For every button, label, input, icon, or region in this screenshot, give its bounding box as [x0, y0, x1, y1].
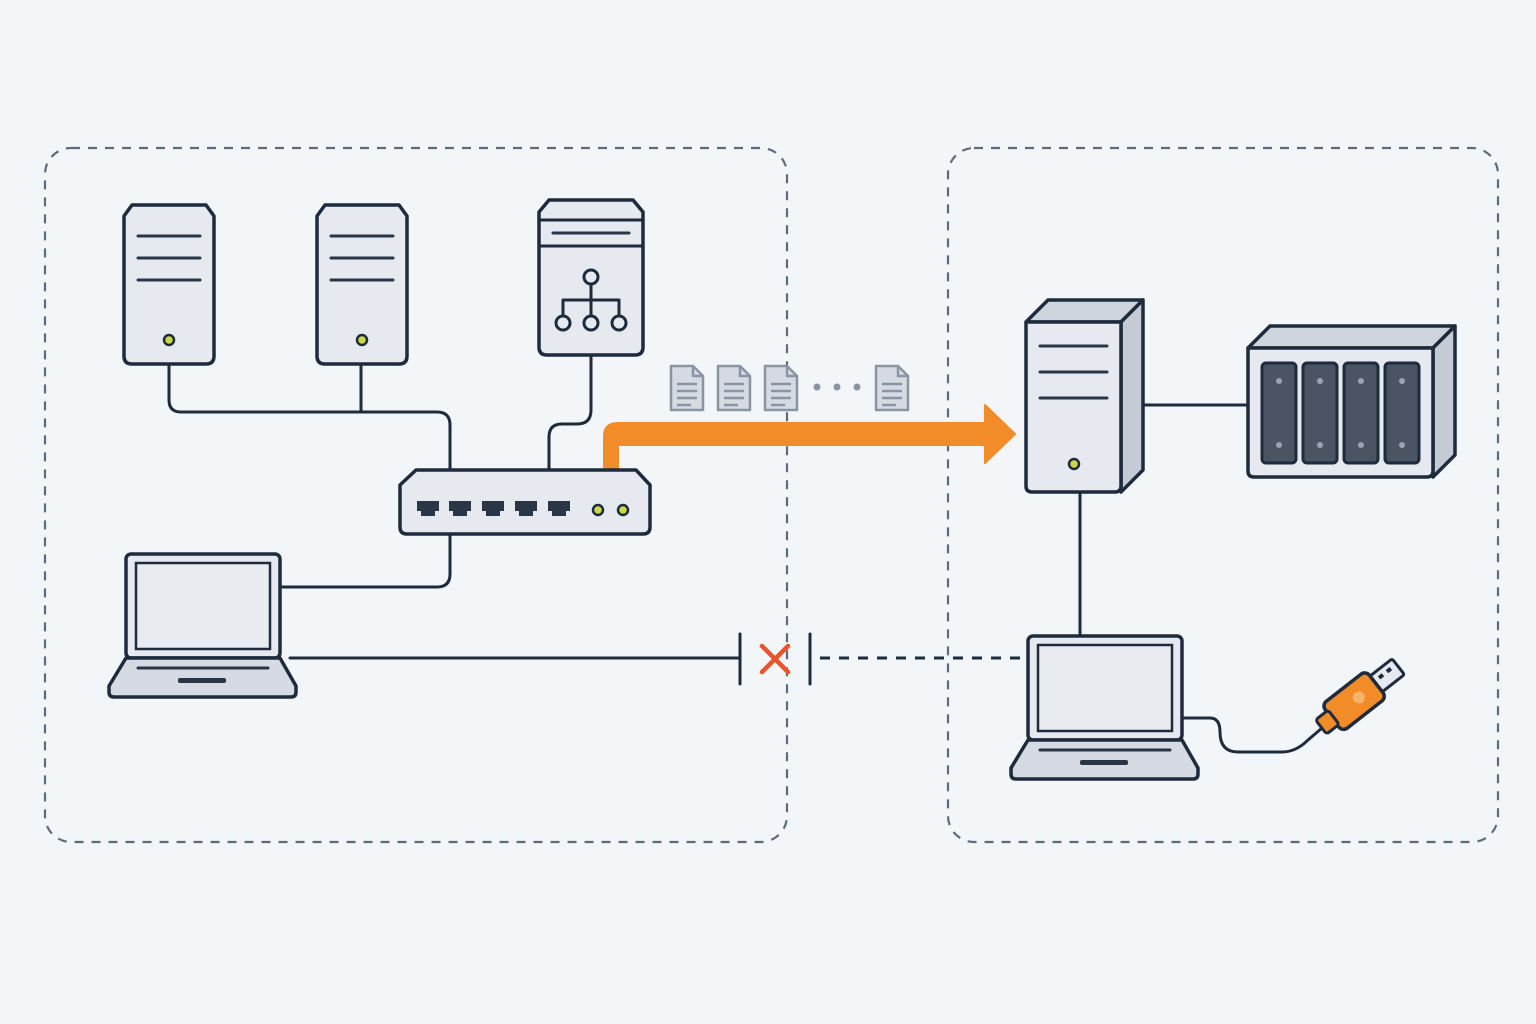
- usb-drive: [1315, 658, 1406, 735]
- link-directory-switch: [547, 353, 593, 472]
- laptop-source: [107, 552, 298, 699]
- status-led: [616, 503, 630, 517]
- ethernet-ports: [417, 501, 570, 516]
- directory-server: [537, 198, 645, 357]
- files-in-transit: [669, 364, 910, 412]
- storage-array: [1246, 324, 1457, 479]
- hierarchy-icon: [554, 268, 628, 332]
- network-switch: [398, 468, 652, 536]
- backup-server: [1024, 298, 1145, 494]
- drive-bay: [1260, 361, 1298, 465]
- link-server1-switch: [167, 362, 452, 472]
- power-indicator: [162, 333, 176, 347]
- link-laptop-switch: [279, 532, 452, 589]
- blocked-link: [288, 632, 1030, 686]
- server-1: [122, 203, 216, 366]
- status-led: [591, 503, 605, 517]
- isolated-network-zone: [946, 146, 1500, 844]
- power-indicator: [1067, 457, 1081, 471]
- document-icon: [669, 364, 705, 412]
- x-icon: [759, 643, 791, 675]
- server-2: [315, 203, 409, 366]
- usb-cable: [1180, 716, 1324, 754]
- drive-bay: [1383, 361, 1421, 465]
- document-icon: [874, 364, 910, 412]
- laptop-isolated: [1009, 634, 1200, 781]
- drive-bay: [1301, 361, 1339, 465]
- document-icon: [716, 364, 752, 412]
- transfer-arrow: [603, 404, 1016, 469]
- ellipsis-icon: [813, 383, 861, 391]
- power-indicator: [355, 333, 369, 347]
- source-network-zone: [43, 146, 789, 844]
- drive-bay: [1342, 361, 1380, 465]
- document-icon: [763, 364, 799, 412]
